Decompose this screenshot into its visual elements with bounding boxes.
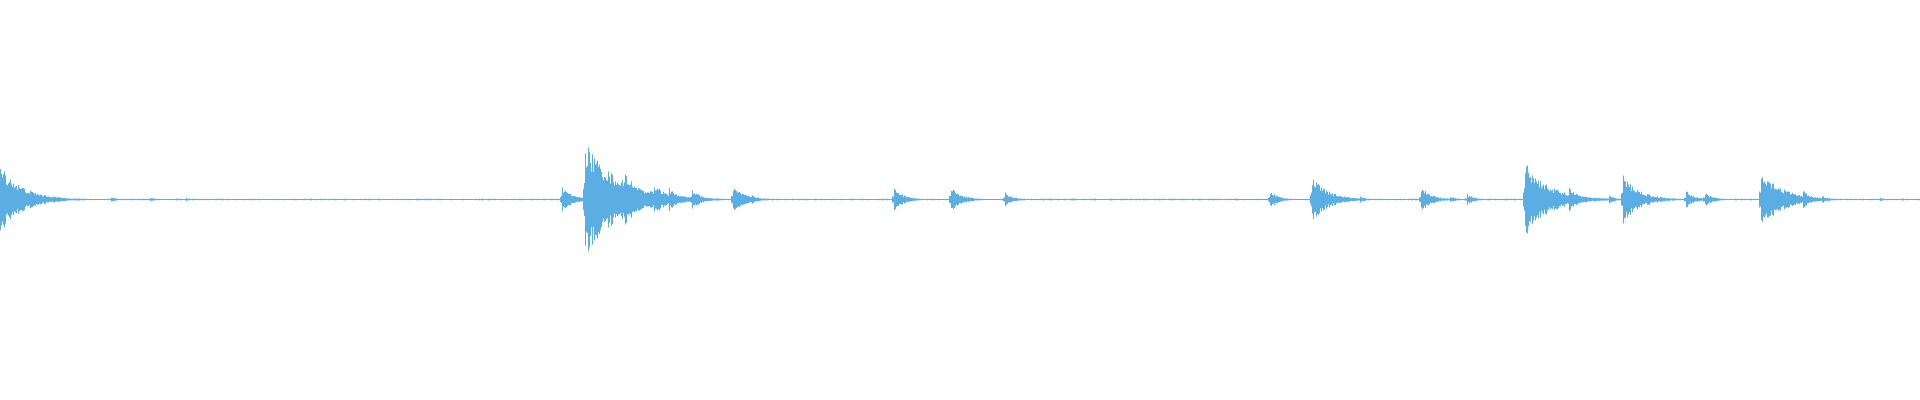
waveform-peaks xyxy=(0,147,1920,252)
